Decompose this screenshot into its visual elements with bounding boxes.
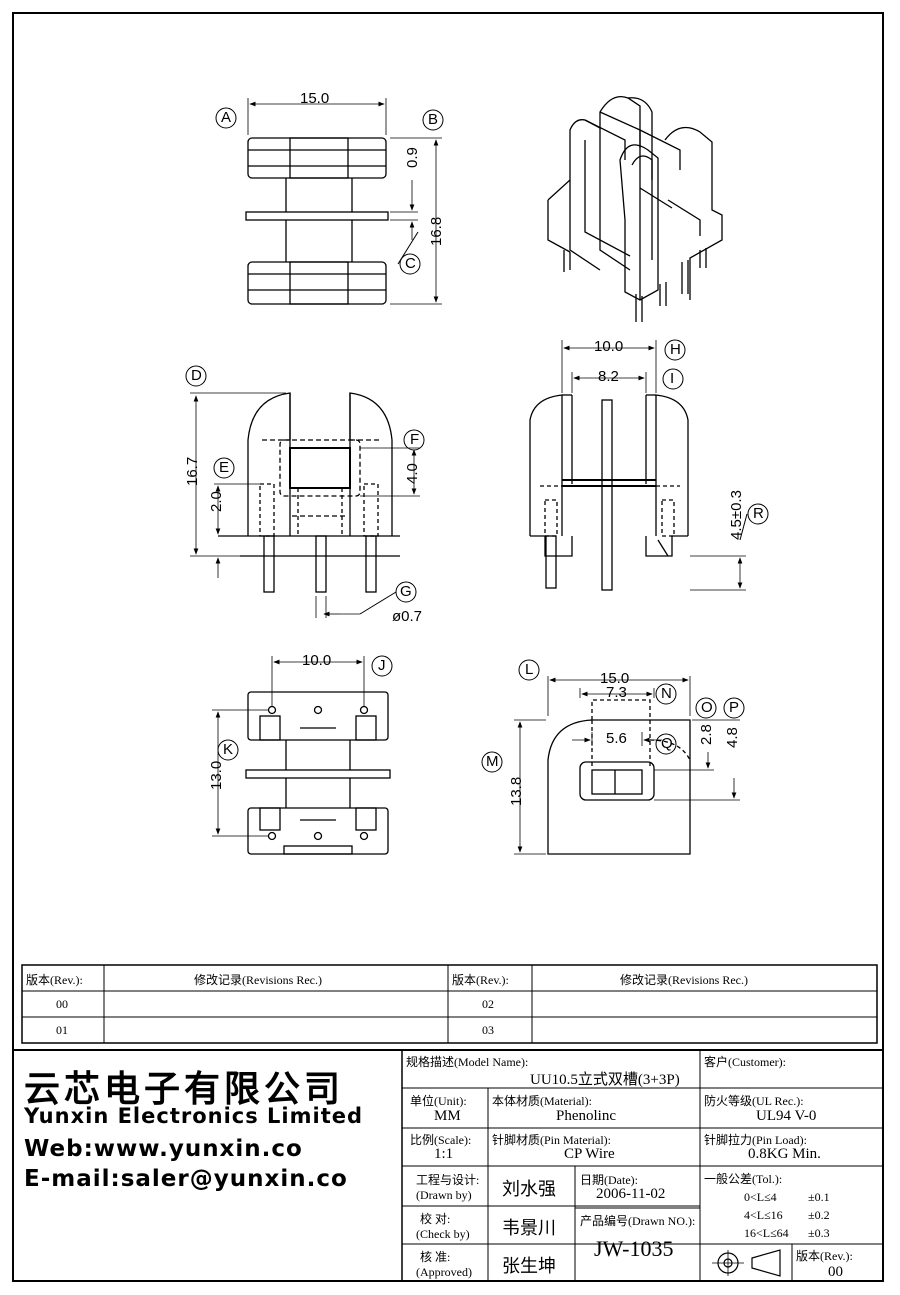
callout-r: R (753, 505, 764, 522)
company-name-en: Yunxin Electronics Limited (24, 1104, 364, 1128)
scale-value: 1:1 (434, 1146, 454, 1162)
rec-header-left: 修改记录(Revisions Rec.) (194, 973, 322, 987)
rev-row-1-right: 02 (482, 997, 494, 1011)
callout-i: I (670, 370, 675, 387)
model-label: 规格描述(Model Name): (406, 1055, 529, 1069)
rev-row-1-left: 00 (56, 997, 68, 1011)
rec-header-right: 修改记录(Revisions Rec.) (620, 973, 748, 987)
unit-label: 单位(Unit): (410, 1094, 467, 1108)
ul-label: 防火等级(UL Rec.): (704, 1094, 804, 1108)
dim-front-window: 4.0 (404, 463, 421, 484)
dim-side-outer: 10.0 (594, 338, 624, 355)
check-value: 韦景川 (502, 1218, 556, 1239)
dim-top-width: 15.0 (300, 90, 330, 107)
check-label-cn: 校 对: (420, 1212, 451, 1226)
isometric-view (547, 95, 723, 322)
drawn-no-value: JW-1035 (594, 1236, 674, 1261)
drawing-sheet (12, 12, 884, 1282)
dim-side-inner: 8.2 (598, 368, 619, 385)
company-name-cn: 云芯电子有限公司 (24, 1069, 345, 1110)
dim-top-height: 16.8 (428, 216, 445, 246)
approved-value: 张生坤 (502, 1256, 556, 1277)
rev-header-right: 版本(Rev.): (452, 973, 509, 987)
check-label-en: (Check by) (416, 1227, 470, 1241)
dim-rear-width: 15.0 (600, 670, 630, 687)
pin-load-value: 0.8KG Min. (748, 1146, 821, 1162)
dim-rear-window: 5.6 (606, 730, 627, 747)
tol-range-2: 4<L≤16 (744, 1208, 783, 1222)
callout-m: M (486, 753, 499, 770)
approved-label-cn: 核 准: (420, 1250, 451, 1264)
date-label: 日期(Date): (580, 1173, 638, 1187)
bottom-view (212, 656, 391, 855)
callout-h: H (670, 341, 681, 358)
callout-p: P (729, 699, 740, 716)
drawn-no-label: 产品编号(Drawn NO.): (580, 1214, 696, 1228)
callout-k: K (223, 741, 234, 758)
dim-bottom-pitch: 10.0 (302, 652, 332, 669)
dim-pin-dia: ø0.7 (392, 608, 423, 625)
company-web: Web:www.yunxin.co (24, 1136, 303, 1162)
scale-label: 比例(Scale): (410, 1133, 472, 1147)
dim-bottom-height: 13.0 (208, 760, 225, 790)
tol-value-3: ±0.3 (808, 1226, 830, 1240)
callout-circles (185, 107, 769, 773)
side-view (529, 340, 746, 591)
pin-material-value: CP Wire (564, 1146, 615, 1162)
material-label: 本体材质(Material): (492, 1094, 592, 1108)
customer-label: 客户(Customer): (704, 1055, 786, 1069)
top-view (245, 98, 442, 305)
dim-rear-inner: 7.3 (606, 684, 627, 701)
callout-o: O (701, 699, 713, 716)
dim-top-gap: 0.9 (404, 147, 421, 168)
tol-label: 一般公差(Tol.): (704, 1172, 783, 1186)
pin-load-label: 针脚拉力(Pin Load): (704, 1133, 807, 1147)
rev-header-left: 版本(Rev.): (26, 973, 83, 987)
drawn-label-cn: 工程与设计: (416, 1173, 480, 1187)
drawn-label-en: (Drawn by) (416, 1188, 472, 1202)
callout-c: C (405, 255, 416, 272)
dim-rear-height: 13.8 (508, 776, 525, 806)
front-view (190, 392, 420, 618)
callout-g: G (400, 583, 412, 600)
callout-d: D (191, 367, 202, 384)
callout-l: L (525, 661, 534, 678)
rev-row-2-left: 01 (56, 1023, 68, 1037)
callout-q: Q (661, 735, 673, 752)
dim-front-height: 16.7 (184, 456, 201, 486)
tol-value-2: ±0.2 (808, 1208, 830, 1222)
callout-b: B (428, 111, 439, 128)
company-email: E-mail:saler@yunxin.co (24, 1166, 348, 1192)
callout-n: N (661, 685, 672, 702)
approved-label-en: (Approved) (416, 1265, 472, 1279)
callout-f: F (410, 431, 420, 448)
callout-e: E (219, 459, 230, 476)
tol-range-3: 16<L≤64 (744, 1226, 789, 1240)
rev-label: 版本(Rev.): (796, 1249, 853, 1263)
rev-row-2-right: 03 (482, 1023, 494, 1037)
dim-front-lower: 2.0 (208, 491, 225, 512)
tol-range-1: 0<L≤4 (744, 1190, 777, 1204)
unit-value: MM (434, 1108, 461, 1124)
rear-view (514, 676, 740, 855)
drawn-value: 刘水强 (502, 1179, 556, 1200)
callout-j: J (378, 657, 386, 674)
dim-rear-h1: 2.8 (698, 724, 715, 745)
model-value: UU10.5立式双槽(3+3P) (530, 1072, 680, 1088)
ul-value: UL94 V-0 (756, 1108, 817, 1124)
callout-a: A (221, 109, 232, 126)
date-value: 2006-11-02 (596, 1186, 666, 1202)
pin-material-label: 针脚材质(Pin Material): (492, 1133, 611, 1147)
tol-value-1: ±0.1 (808, 1190, 830, 1204)
dim-rear-h2: 4.8 (724, 727, 741, 748)
table-grid (14, 964, 884, 1282)
dim-pin-len: 4.5±0.3 (728, 490, 745, 540)
rev-value: 00 (828, 1264, 843, 1280)
material-value: Phenolinc (556, 1108, 616, 1124)
